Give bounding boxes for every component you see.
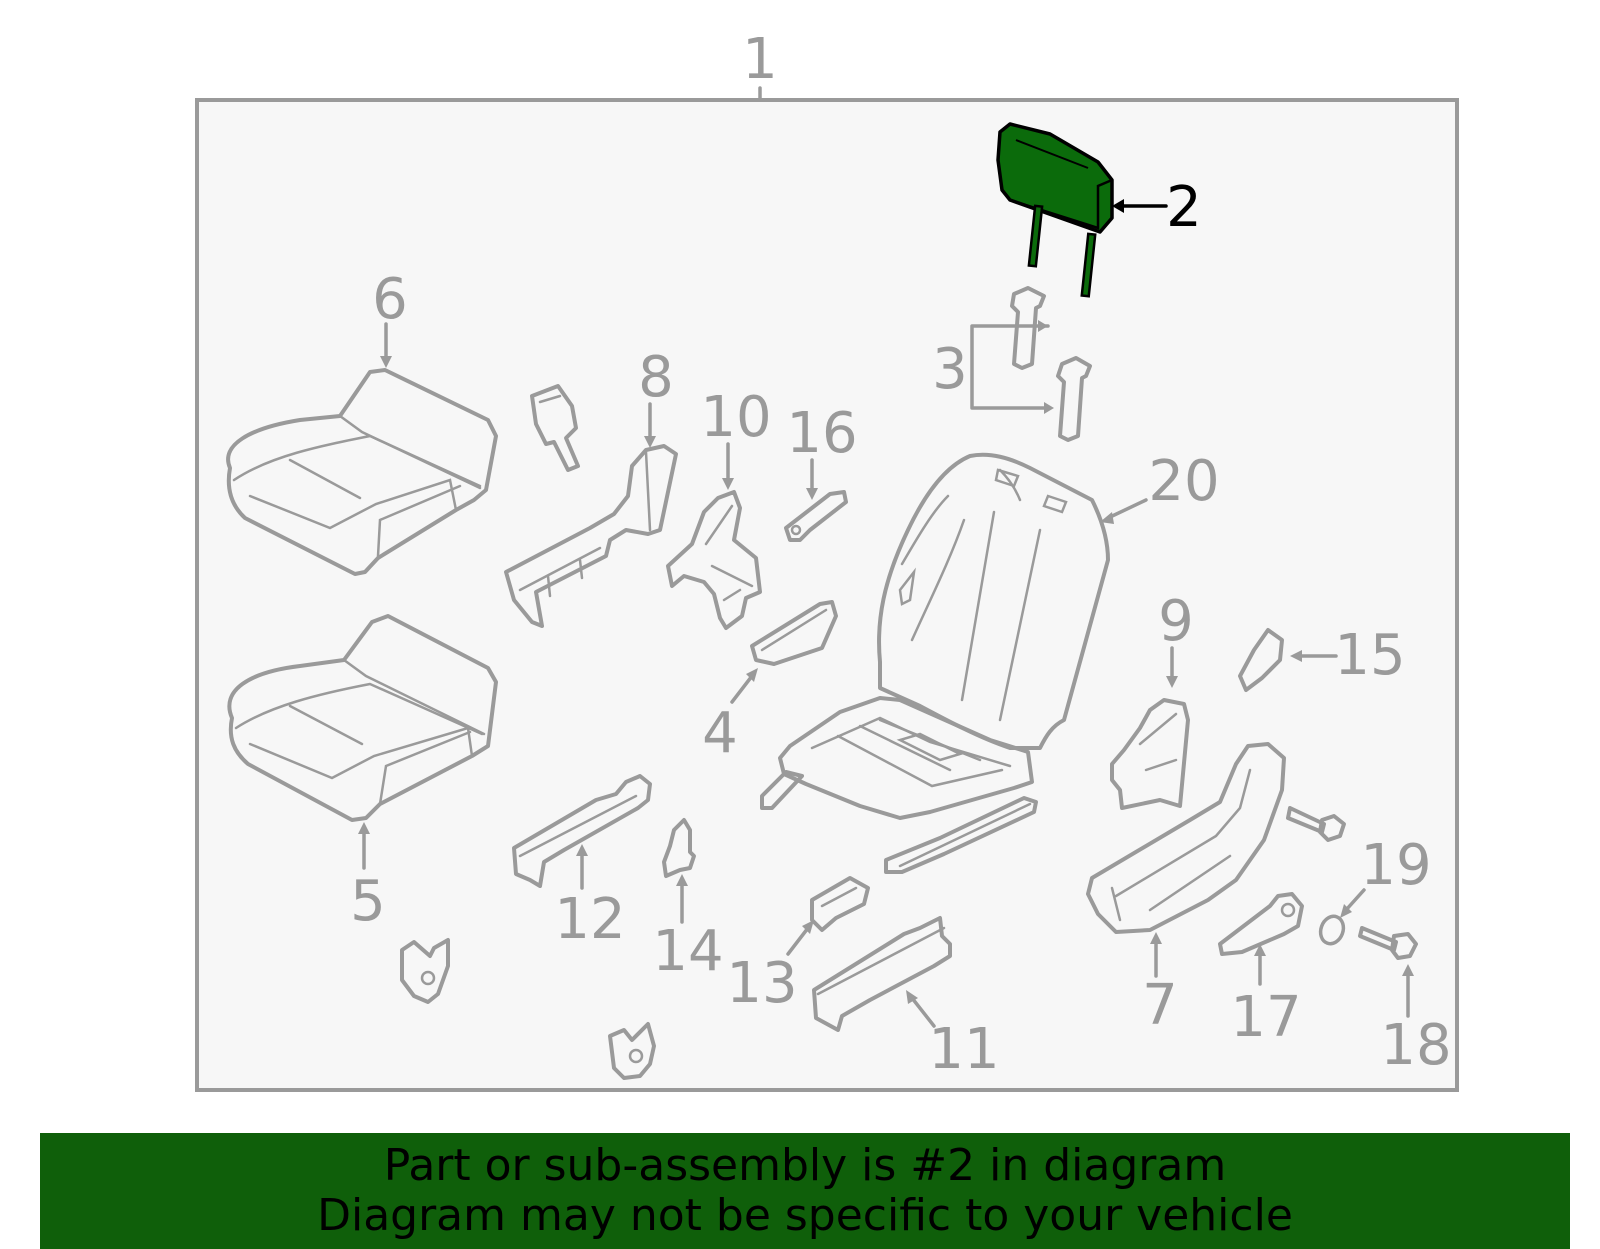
- callout-1: 1: [742, 27, 778, 92]
- part-4-cover[interactable]: [750, 600, 838, 666]
- part-14-clip[interactable]: [662, 818, 696, 878]
- callout-13: 13: [726, 951, 797, 1016]
- callout-10: 10: [700, 385, 771, 450]
- part-7-side-cover[interactable]: [1086, 742, 1286, 934]
- callout-12: 12: [554, 887, 625, 952]
- part-5-cushion[interactable]: [227, 614, 498, 822]
- callout-3: 3: [932, 337, 968, 402]
- seat-frame-assembly: [760, 696, 1038, 874]
- banner-line-2: Diagram may not be specific to your vehi…: [317, 1190, 1293, 1241]
- part-15-bracket[interactable]: [1238, 628, 1284, 692]
- callout-15: 15: [1334, 623, 1405, 688]
- leader-lines: [358, 199, 1414, 1028]
- banner-line-1: Part or sub-assembly is #2 in diagram: [383, 1140, 1227, 1191]
- part-6-cushion-cover[interactable]: [226, 368, 498, 576]
- part-17-handle[interactable]: [1218, 892, 1304, 956]
- callout-20: 20: [1148, 449, 1219, 514]
- callout-14: 14: [652, 919, 723, 984]
- callout-6: 6: [372, 267, 408, 332]
- info-banner: Part or sub-assembly is #2 in diagram Di…: [40, 1133, 1570, 1249]
- part-10-bracket[interactable]: [666, 490, 762, 630]
- hook-clip-left: [400, 938, 450, 1004]
- callout-11: 11: [928, 1017, 999, 1082]
- part-12-rail-cover[interactable]: [512, 774, 652, 888]
- hook-clip-bottom: [608, 1022, 656, 1080]
- callout-8: 8: [638, 345, 674, 410]
- callout-16: 16: [786, 401, 857, 466]
- callout-19: 19: [1360, 833, 1431, 898]
- callout-9: 9: [1158, 589, 1194, 654]
- seat-belt-buckle: [530, 384, 580, 472]
- part-2-headrest[interactable]: [996, 122, 1114, 298]
- part-19-clip[interactable]: [1317, 913, 1347, 947]
- bolt-upper: [1286, 806, 1346, 842]
- callout-labels: 1 2 3 4 5 6 7 8 9 10 11 12 13 14 15 16 1…: [350, 27, 1451, 1082]
- part-16-lever[interactable]: [784, 490, 848, 542]
- callout-17: 17: [1230, 985, 1301, 1050]
- part-18-bolt[interactable]: [1358, 926, 1418, 960]
- callout-2[interactable]: 2: [1166, 175, 1202, 240]
- callout-5: 5: [350, 869, 386, 934]
- callout-4: 4: [702, 701, 738, 766]
- part-9-bracket[interactable]: [1110, 698, 1190, 810]
- part-3-guides[interactable]: [1010, 286, 1092, 442]
- part-13-bracket[interactable]: [810, 876, 870, 932]
- part-11-rail-cover[interactable]: [812, 916, 952, 1032]
- callout-18: 18: [1380, 1013, 1451, 1078]
- part-8-side-shield[interactable]: [504, 444, 678, 628]
- callout-7: 7: [1142, 973, 1178, 1038]
